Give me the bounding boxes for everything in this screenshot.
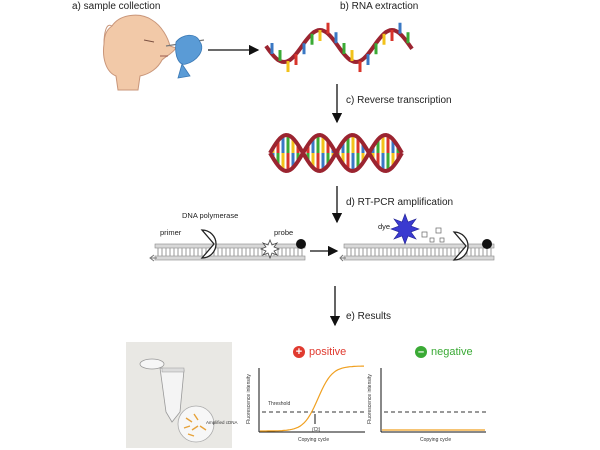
- step-d-label: d) RT-PCR amplification: [346, 197, 454, 208]
- positive-plot: [258, 365, 365, 433]
- step-a-label: a) sample collection: [72, 1, 161, 12]
- quencher-icon-2: [482, 239, 492, 249]
- positive-header: + positive: [293, 346, 346, 358]
- rna-backbone: [264, 27, 414, 65]
- dna-polymerase-label: DNA polymerase: [182, 211, 239, 220]
- patient-face-illustration: [103, 14, 205, 91]
- quencher-icon: [296, 239, 306, 249]
- dna-backbone: [268, 132, 404, 174]
- step-c-label: c) Reverse transcription: [346, 95, 452, 106]
- quenched-dye-icon: [259, 238, 281, 260]
- positive-label: positive: [309, 346, 347, 358]
- pos-xlabel: Copying cycle: [298, 437, 330, 443]
- glove-hand: [175, 34, 203, 65]
- step-e-label: e) Results: [346, 311, 392, 322]
- fluorescent-dye-icon: [390, 213, 420, 245]
- dna-double-helix: [268, 132, 404, 174]
- neg-xlabel: Copying cycle: [420, 437, 452, 443]
- tube-cap: [139, 358, 165, 370]
- amplified-cdna-label: Amplified cDNA: [206, 420, 238, 425]
- plus-icon: +: [293, 346, 305, 358]
- step-b-label: b) RNA extraction: [340, 1, 419, 12]
- pcr-before: [149, 229, 306, 262]
- polymerase-icon-2: [452, 231, 469, 261]
- dye-label: dye: [378, 222, 391, 231]
- negative-header: – negative: [415, 346, 473, 358]
- ct-label: (Ct): [312, 427, 321, 433]
- probe-label: probe: [274, 228, 294, 237]
- negative-label: negative: [431, 346, 473, 358]
- threshold-label: Threshold: [268, 401, 291, 407]
- minus-icon: –: [415, 346, 427, 358]
- pcr-after: [339, 213, 495, 262]
- rna-strand: [264, 22, 414, 73]
- negative-plot: [380, 368, 486, 433]
- amplification-curve: [260, 365, 364, 432]
- magnifier-circle: [177, 405, 215, 443]
- tube-panel: Amplified cDNA: [126, 342, 238, 448]
- primer-label: primer: [160, 228, 182, 237]
- polymerase-icon: [200, 229, 217, 259]
